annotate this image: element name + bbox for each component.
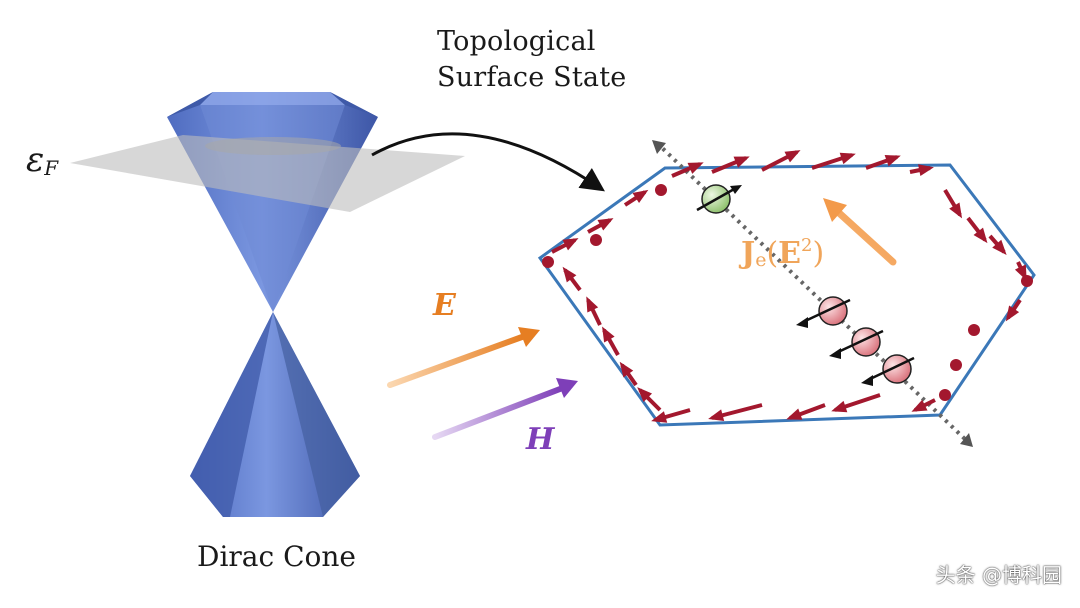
upper-cone-facet-left bbox=[167, 92, 213, 117]
electron-green bbox=[696, 184, 742, 214]
surface-hexagon bbox=[537, 163, 1036, 427]
fermi-plane bbox=[70, 135, 465, 212]
spin-arrow-head bbox=[784, 150, 801, 163]
topological-surface-state-label: Topological Surface State bbox=[437, 24, 626, 96]
upper-cone-facet-right bbox=[330, 92, 378, 117]
electron-spin-head bbox=[730, 185, 742, 194]
fermi-subscript: F bbox=[44, 156, 59, 180]
magnetic-field-label: H bbox=[526, 422, 555, 457]
spin-arrow-head bbox=[831, 400, 848, 413]
current-subscript: e bbox=[755, 249, 767, 271]
spin-arrow-head bbox=[786, 408, 803, 420]
spin-arrow-head bbox=[632, 189, 649, 204]
spin-dot bbox=[939, 389, 951, 401]
spin-arrow-head bbox=[562, 238, 579, 251]
spin-arrow-head bbox=[1005, 305, 1020, 322]
electron-red bbox=[861, 354, 915, 386]
electric-field-label: E bbox=[433, 288, 456, 323]
dirac-cone-label: Dirac Cone bbox=[197, 540, 356, 573]
spin-arrow-head bbox=[687, 162, 704, 174]
electric-field-arrow bbox=[387, 327, 540, 388]
electron-spin-head bbox=[829, 348, 841, 359]
spin-arrow-head bbox=[839, 152, 856, 165]
spin-dot bbox=[950, 359, 962, 371]
lower-cone-facet-right bbox=[273, 312, 360, 517]
trajectory-head-bottom bbox=[960, 433, 973, 447]
spin-arrows bbox=[542, 150, 1033, 423]
spin-dot bbox=[542, 256, 554, 268]
electron-spin-axis bbox=[802, 298, 851, 324]
fermi-energy-label: εF bbox=[26, 140, 58, 180]
title-line-2: Surface State bbox=[437, 62, 627, 93]
upper-cone-rim bbox=[200, 92, 345, 105]
spin-arrow-head bbox=[602, 326, 615, 343]
spin-arrow-head bbox=[733, 156, 750, 168]
current-exponent: 2 bbox=[801, 235, 813, 256]
magnetic-field-arrow bbox=[432, 378, 578, 440]
lower-cone-facet-left bbox=[190, 312, 273, 517]
spin-dot bbox=[590, 234, 602, 246]
spin-arrow-head bbox=[708, 409, 725, 422]
spin-arrow-head bbox=[911, 399, 928, 412]
trajectory-head-top bbox=[652, 140, 666, 154]
electron-red bbox=[829, 327, 884, 359]
spin-arrow-head bbox=[973, 227, 988, 244]
electron-red bbox=[796, 296, 851, 328]
current-symbol: J bbox=[741, 236, 756, 271]
spin-arrow-head bbox=[562, 266, 577, 283]
current-argument: E bbox=[778, 236, 802, 271]
dotted-trajectory bbox=[655, 141, 970, 444]
dirac-cone bbox=[70, 92, 465, 517]
current-arrow bbox=[823, 198, 897, 266]
watermark: 头条 @博科园 bbox=[935, 563, 1062, 587]
spin-arrow-head bbox=[918, 164, 934, 177]
electron-spin-axis bbox=[696, 186, 737, 212]
electron-spin-head bbox=[796, 317, 808, 328]
spin-dot bbox=[968, 324, 980, 336]
spin-arrow-head bbox=[884, 155, 901, 167]
spin-arrow-head bbox=[637, 387, 653, 403]
electron-spin-head bbox=[861, 375, 873, 386]
fermi-level-ring bbox=[205, 137, 341, 155]
title-line-1: Topological bbox=[437, 26, 596, 57]
spin-arrow-head bbox=[597, 218, 614, 231]
spin-dot bbox=[655, 184, 667, 196]
spin-arrow-head bbox=[992, 239, 1007, 256]
spin-arrow-head bbox=[651, 411, 668, 423]
fermi-symbol: ε bbox=[26, 140, 45, 180]
curved-arrow bbox=[371, 132, 605, 192]
electron-spin-axis bbox=[835, 329, 884, 355]
spin-arrow-head bbox=[586, 296, 599, 313]
electron-spin-axis bbox=[867, 356, 915, 382]
spin-arrow-head bbox=[619, 361, 634, 378]
spin-dot bbox=[1021, 275, 1033, 287]
current-label: Je(E2) bbox=[741, 235, 825, 271]
spin-arrow-head bbox=[949, 202, 963, 219]
